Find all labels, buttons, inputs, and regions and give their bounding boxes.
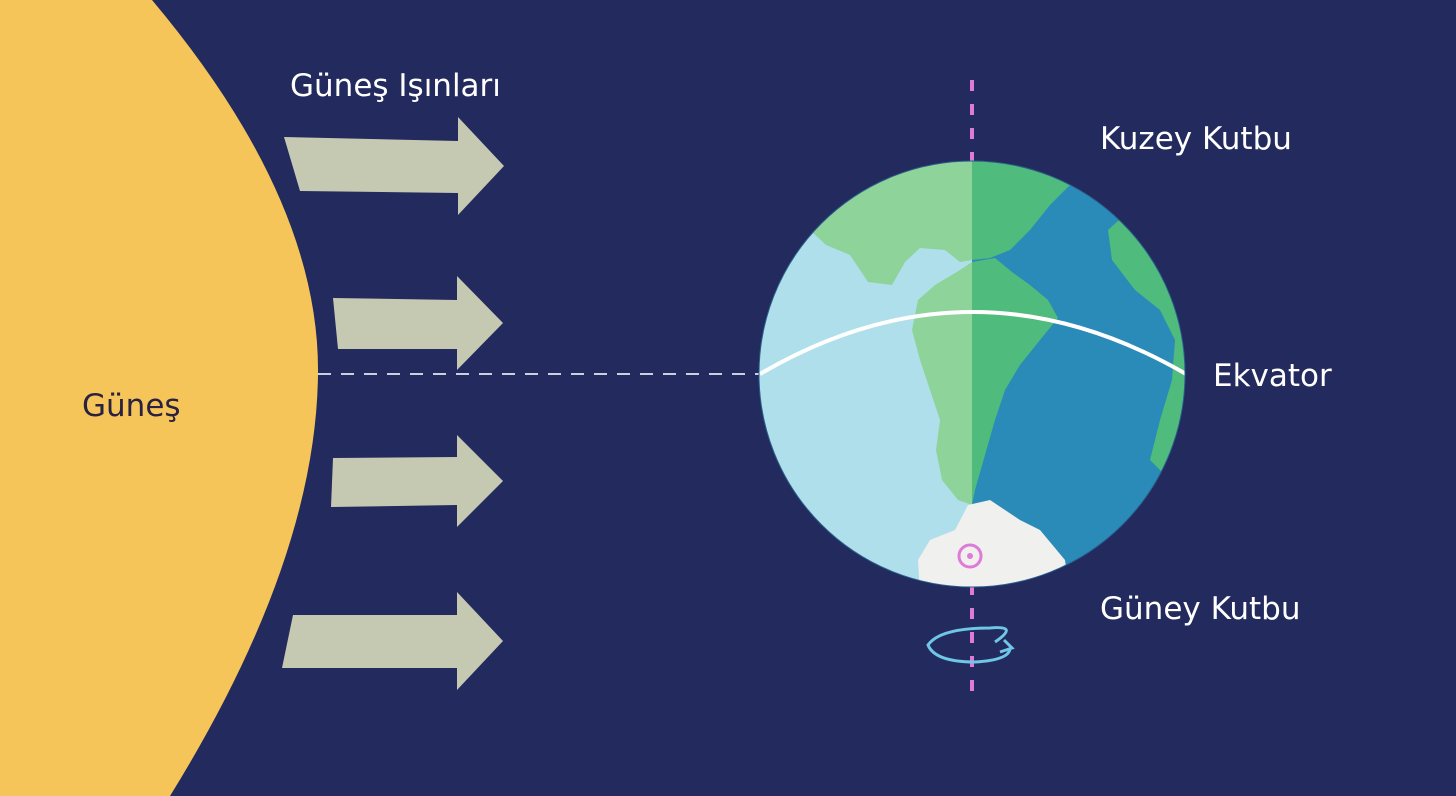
equator-line [759, 310, 1185, 376]
ray-arrow-3 [331, 435, 503, 527]
south-america-day [912, 262, 972, 505]
south-pole-label: Güney Kutbu [1100, 591, 1301, 627]
ray-arrow-1 [284, 117, 504, 215]
south-pole-marker-dot [967, 553, 973, 559]
ray-arrow-4 [282, 592, 503, 690]
north-pole-label: Kuzey Kutbu [1100, 121, 1292, 157]
sun-shape [0, 0, 319, 796]
south-america-night [972, 258, 1058, 505]
ray-arrow-2 [333, 276, 503, 370]
south-pole-marker [957, 543, 983, 569]
rotation-arrowhead-icon [999, 638, 1015, 654]
antarctica-ice [918, 500, 1070, 587]
sun-rays-label: Güneş Işınları [290, 68, 501, 104]
sun-rays [282, 117, 504, 690]
rotation-arrow-icon [926, 626, 1012, 664]
earth-outline [758, 160, 1186, 588]
north-america-night [972, 161, 1080, 260]
sun-label: Güneş [82, 388, 181, 424]
equator-label: Ekvator [1213, 358, 1332, 394]
